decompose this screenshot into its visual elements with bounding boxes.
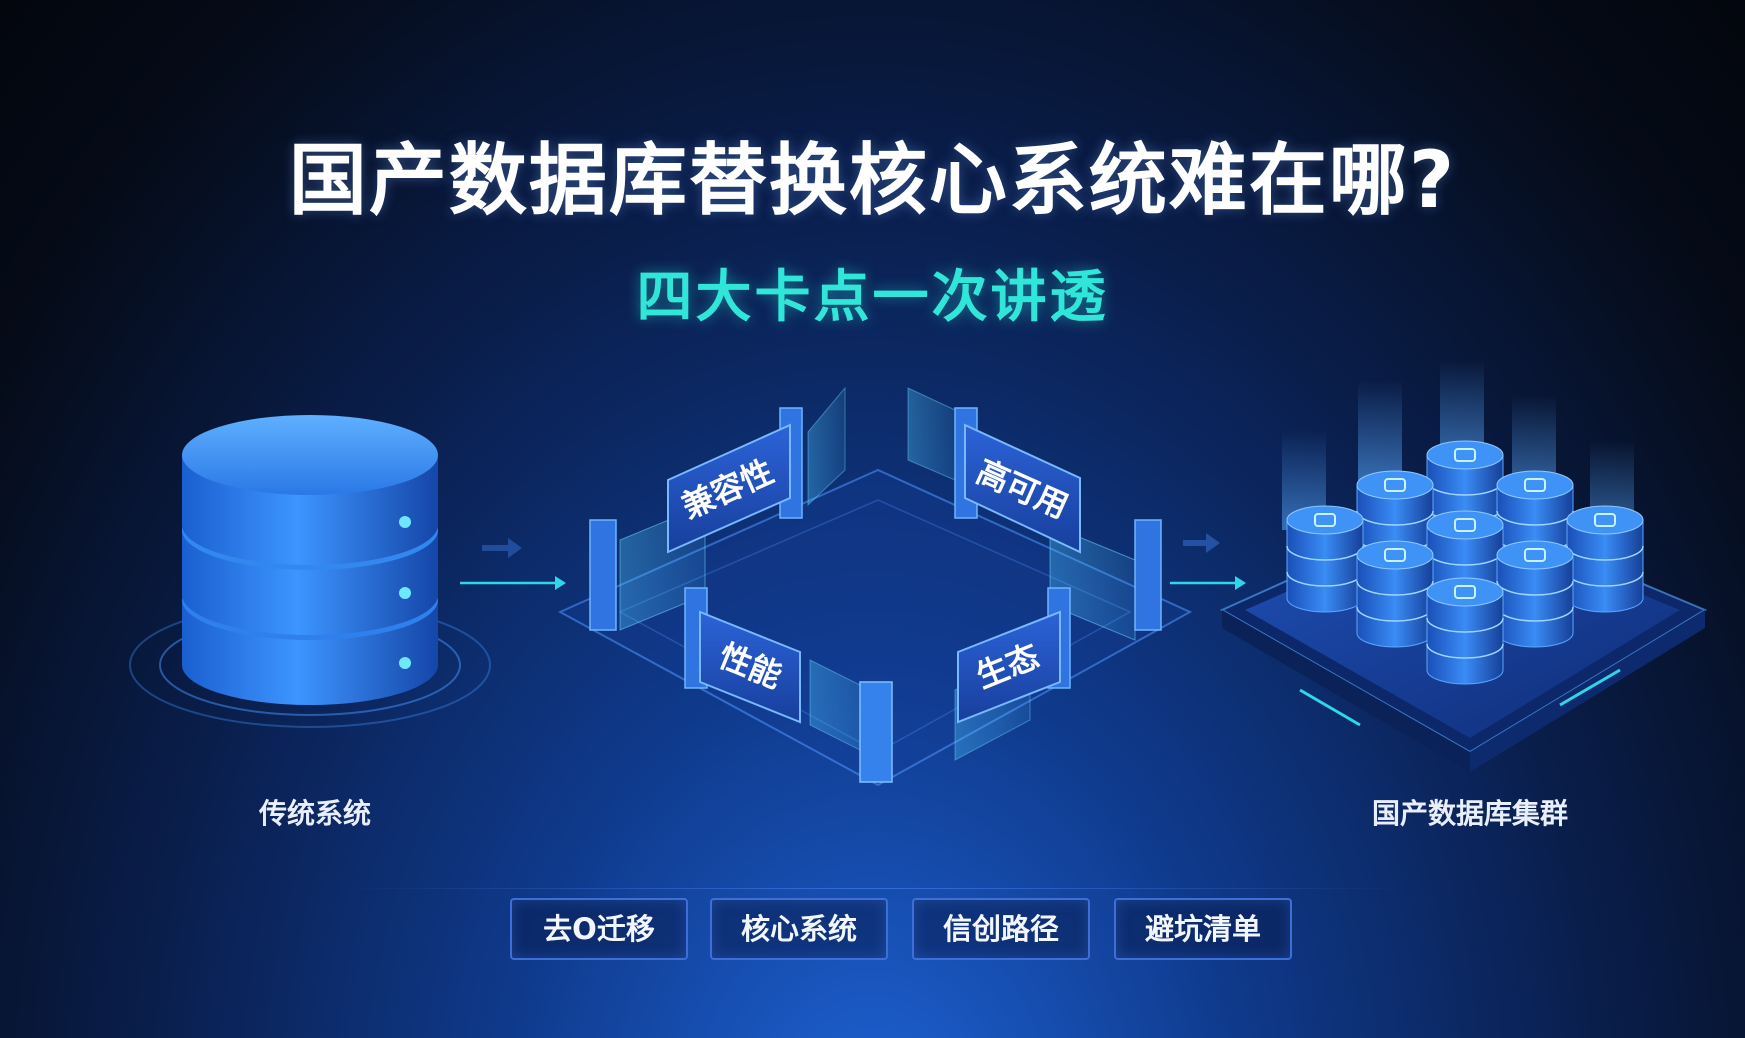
tag-xinchuang-path[interactable]: 信创路径 bbox=[912, 898, 1090, 960]
arrow-right-icon bbox=[1170, 533, 1246, 590]
tag-row: 去O迁移 核心系统 信创路径 避坑清单 bbox=[510, 898, 1300, 964]
page-title: 国产数据库替换核心系统难在哪? bbox=[288, 136, 1457, 226]
cluster-database-icon bbox=[1426, 577, 1504, 685]
cluster-database-icon bbox=[1286, 505, 1364, 613]
legacy-database-icon bbox=[129, 415, 491, 728]
tag-core-system[interactable]: 核心系统 bbox=[710, 898, 888, 960]
gate-frame-icon bbox=[557, 386, 1193, 787]
tag-de-oracle-migration[interactable]: 去O迁移 bbox=[510, 898, 688, 960]
page-subtitle: 四大卡点一次讲透 bbox=[636, 265, 1109, 330]
arrow-right-icon bbox=[460, 538, 566, 590]
cluster-database-icon bbox=[1566, 505, 1644, 613]
legacy-system-label: 传统系统 bbox=[258, 797, 371, 830]
tag-pitfall-checklist[interactable]: 避坑清单 bbox=[1114, 898, 1292, 960]
cluster-database-icon bbox=[1356, 540, 1434, 648]
cluster-database-icon bbox=[1496, 540, 1574, 648]
cluster-cylinders bbox=[1286, 440, 1644, 685]
divider-line bbox=[340, 888, 1410, 889]
domestic-cluster-label: 国产数据库集群 bbox=[1371, 797, 1568, 830]
